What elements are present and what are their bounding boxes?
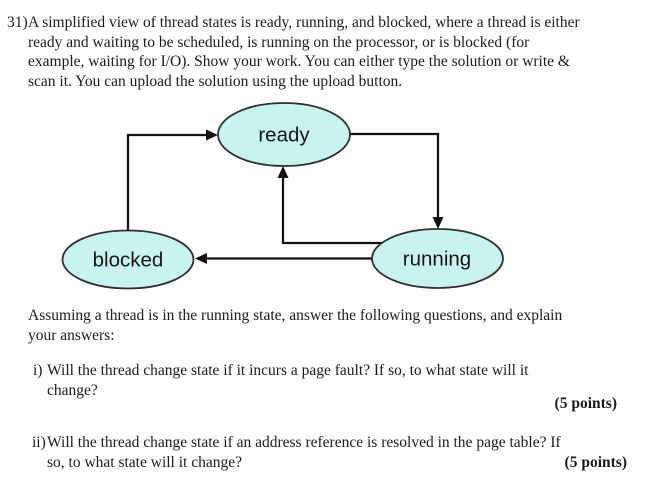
subquestion-i-marker: i): [33, 362, 43, 379]
question-line: ready and waiting to be scheduled, is ru…: [28, 33, 530, 51]
arrowhead-into-blocked-right: [195, 253, 207, 264]
state-label-ready: ready: [258, 124, 310, 147]
state-running: [371, 228, 504, 289]
subquestion-i: i) Will the thread change state if it in…: [33, 361, 617, 400]
question-31: 31) A simplified view of thread states i…: [7, 13, 637, 91]
state-label-blocked: blocked: [93, 249, 164, 272]
followup-paragraph: Assuming a thread is in the running stat…: [28, 306, 628, 345]
arrowhead-into-ready-left: [206, 129, 218, 141]
question-line: example, waiting for I/O). Show your wor…: [28, 53, 570, 71]
subquestion-i-line: Will the thread change state if it incur…: [47, 362, 529, 379]
subquestion-ii-text: Will the thread change state if an addre…: [47, 433, 627, 472]
question-line: scan it. You can upload the solution usi…: [28, 72, 403, 90]
thread-state-diagram: ready blocked running: [61, 102, 504, 290]
arrowhead-into-running-top: [432, 217, 444, 229]
edge-blocked-to-ready: [126, 133, 207, 240]
followup-line: Assuming a thread is in the running stat…: [28, 307, 563, 324]
subquestion-ii-line2-text: so, to what state will it change?: [47, 453, 242, 471]
question-text: A simplified view of thread states is re…: [28, 13, 580, 91]
subquestion-ii-points: (5 points): [564, 453, 627, 471]
question-line: A simplified view of thread states is re…: [28, 14, 580, 31]
state-ready: [217, 102, 351, 167]
followup-line: your answers:: [28, 326, 115, 344]
subquestion-ii-line: Will the thread change state if an addre…: [47, 434, 561, 451]
edge-ready-to-running: [340, 132, 440, 218]
subquestion-ii-marker: ii): [32, 434, 46, 451]
subquestion-ii: ii) Will the thread change state if an a…: [32, 433, 627, 472]
subquestion-i-points: (5 points): [554, 395, 617, 412]
subquestion-i-text: Will the thread change state if it incur…: [47, 361, 617, 400]
subquestion-ii-line2: so, to what state will it change? (5 poi…: [47, 453, 627, 473]
state-label-running: running: [403, 248, 471, 271]
state-blocked: [61, 229, 195, 290]
subquestion-i-line: change?: [47, 381, 98, 399]
arrowhead-into-ready-bottom: [277, 166, 289, 178]
edge-running-to-ready: [281, 177, 410, 245]
question-number: 31): [7, 14, 28, 31]
